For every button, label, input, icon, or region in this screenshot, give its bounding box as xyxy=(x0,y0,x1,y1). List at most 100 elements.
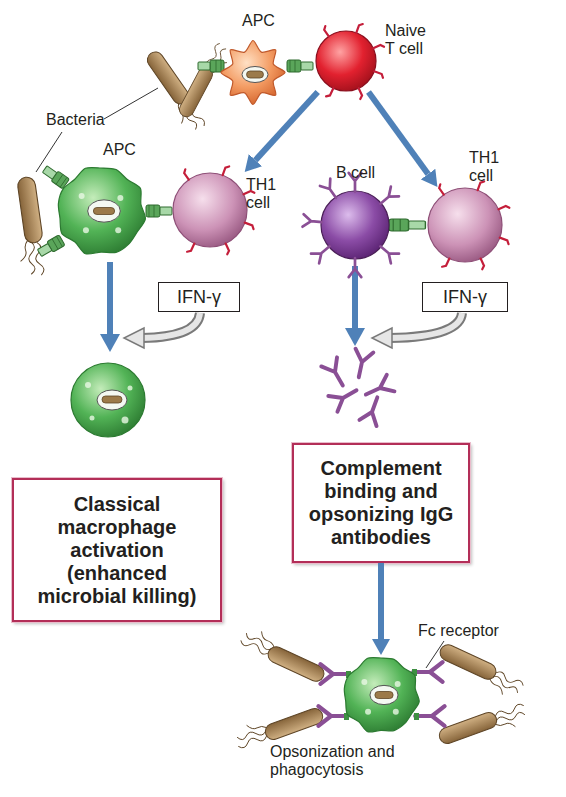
leader-line xyxy=(426,641,444,668)
opsonizing-antibody xyxy=(415,706,444,726)
ingested-bacterium xyxy=(247,71,264,78)
mhc-receptor xyxy=(41,164,69,189)
b-cell-receptor xyxy=(303,214,323,228)
ingested-bacterium xyxy=(93,208,114,215)
cell-outline xyxy=(221,41,285,105)
callout-label: Bacteria xyxy=(46,111,105,129)
outcome-box: Classical macrophage activation (enhance… xyxy=(12,478,222,622)
mhc-receptor xyxy=(198,60,224,72)
cytokine-box: IFN-γ xyxy=(422,282,508,312)
cell-outline xyxy=(173,173,247,247)
th1-cell: TH1 cell xyxy=(427,187,503,263)
cell-label: Opsonization and phagocytosis xyxy=(270,743,420,779)
outcome-text: Classical macrophage activation (enhance… xyxy=(22,493,212,608)
cytokine-arrow xyxy=(142,313,200,338)
flow-arrow xyxy=(352,266,358,328)
cytokine-arrow xyxy=(390,313,462,338)
t-cell-receptor xyxy=(359,88,362,99)
cell-label: B cell xyxy=(336,164,396,182)
t-cell-receptor xyxy=(481,259,484,270)
igg-antibody xyxy=(328,382,361,411)
cell-outline xyxy=(321,191,389,259)
cell-shape xyxy=(172,172,248,248)
arrow-head xyxy=(345,328,365,346)
outcome-text: Complement binding and opsonizing IgG an… xyxy=(302,457,460,549)
t-cell-receptor xyxy=(324,26,329,36)
cell-shape xyxy=(218,40,288,105)
granule xyxy=(122,417,129,424)
cytokine-name: IFN-γ xyxy=(177,287,221,307)
t-cell-receptor xyxy=(374,71,383,78)
granule xyxy=(393,709,399,715)
mhc-tcr-contact xyxy=(146,205,172,217)
cytokine-name: IFN-γ xyxy=(443,287,487,307)
t-cell-receptor xyxy=(500,238,509,245)
arrow-head xyxy=(100,334,120,352)
dendritic-cell: APC xyxy=(218,40,288,105)
t-cell-receptor xyxy=(326,88,333,96)
cell-shape xyxy=(315,30,377,92)
b-cell-receptor xyxy=(376,242,399,264)
cell-label: TH1 cell xyxy=(469,149,509,185)
arrow-head xyxy=(124,328,144,348)
arrow-head xyxy=(372,328,392,348)
igg-antibody xyxy=(359,394,385,426)
outcome-box: Complement binding and opsonizing IgG an… xyxy=(292,443,470,563)
bacterium xyxy=(437,700,529,752)
flow-arrow xyxy=(107,262,113,334)
t-cell-receptor xyxy=(184,169,189,179)
naive-t-cell: Naive T cell xyxy=(315,30,377,92)
mhc-tcr-contact xyxy=(389,219,425,231)
cell-outline xyxy=(316,31,376,91)
granule xyxy=(115,227,121,233)
ingested-bacterium xyxy=(102,396,122,403)
granule xyxy=(365,709,371,715)
igg-antibody xyxy=(350,349,373,379)
ingested-bacterium xyxy=(375,692,393,699)
granule xyxy=(395,681,401,687)
bacterium xyxy=(177,41,233,122)
cell-shape xyxy=(341,655,421,735)
cell-outline xyxy=(58,167,145,254)
bacterium xyxy=(9,176,48,278)
granule xyxy=(85,382,91,388)
cell-label: APC xyxy=(242,12,282,30)
granule xyxy=(79,193,85,199)
granule xyxy=(361,679,367,685)
t-cell-receptor xyxy=(226,244,229,255)
igg-antibody xyxy=(321,357,350,390)
b-cell-receptor xyxy=(376,187,399,209)
opsonizing-antibody xyxy=(318,706,347,726)
flow-arrow xyxy=(255,92,317,160)
t-cell-receptor xyxy=(223,166,230,175)
leader-line xyxy=(104,88,158,119)
cytokine-box: IFN-γ xyxy=(158,282,240,312)
phagosome xyxy=(97,390,127,410)
b-cell-receptor xyxy=(349,258,362,277)
b-cell: B cell xyxy=(320,190,390,260)
phagosome xyxy=(242,67,268,83)
macrophage-apc: APC xyxy=(55,165,147,257)
granule xyxy=(83,227,89,233)
flow-arrow xyxy=(368,92,428,174)
t-cell-receptor xyxy=(245,223,254,230)
t-cell-receptor xyxy=(499,206,510,209)
b-cell-receptor xyxy=(320,179,341,202)
cell-label: Naive T cell xyxy=(385,22,433,58)
cell-shape xyxy=(427,187,503,263)
flow-arrow xyxy=(378,563,384,639)
cell-shape xyxy=(320,190,390,260)
bacterium xyxy=(238,625,329,684)
activated-macrophage xyxy=(71,363,145,437)
mhc-tcr-contact xyxy=(287,60,313,72)
phagosome xyxy=(88,200,121,222)
fc-receptor xyxy=(414,713,419,720)
cell-outline xyxy=(428,188,502,262)
granule xyxy=(90,416,95,421)
callout-label: Fc receptor xyxy=(418,622,499,640)
cell-outline xyxy=(344,658,419,733)
t-cell-receptor xyxy=(442,259,449,267)
phagosome xyxy=(370,685,398,704)
